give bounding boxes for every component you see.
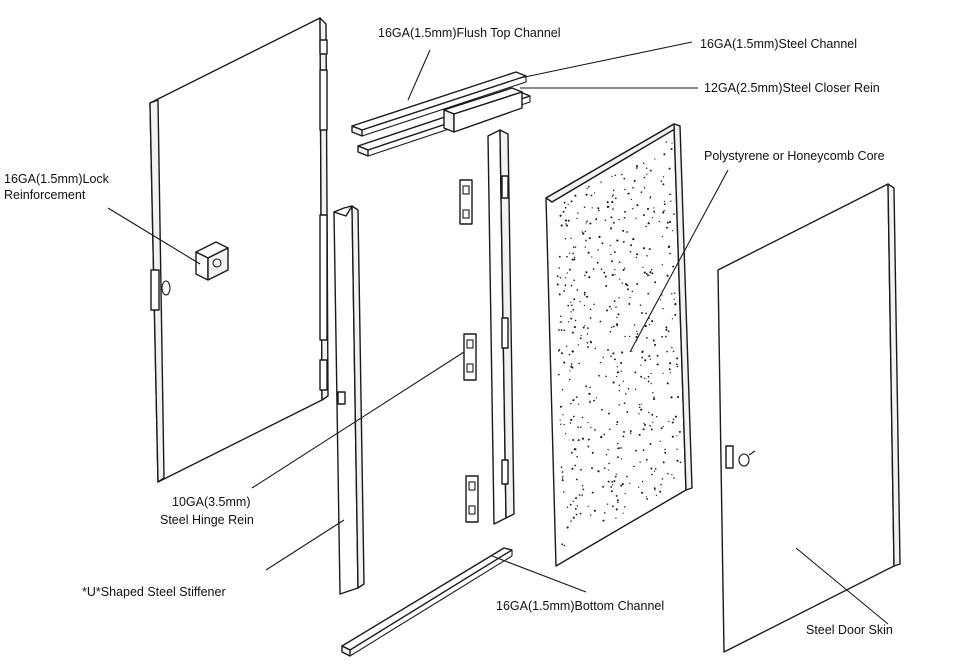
hinge-plate-top xyxy=(459,179,473,225)
lock-reinforcement xyxy=(195,241,229,281)
bottom-channel xyxy=(341,547,513,657)
rear-door-skin xyxy=(149,17,329,483)
label-hinge-rein-line2: Steel Hinge Rein xyxy=(160,513,254,527)
label-lock-reinforcement-line2: Reinforcement xyxy=(4,188,86,202)
hinge-plate-bottom xyxy=(465,475,479,523)
steel-hinge-rein xyxy=(459,129,515,525)
u-shaped-steel-stiffener xyxy=(333,205,365,595)
labels: 16GA(1.5mm)Flush Top Channel 16GA(1.5mm)… xyxy=(4,26,893,637)
label-bottom-channel: 16GA(1.5mm)Bottom Channel xyxy=(496,599,664,613)
label-stiffener: *U*Shaped Steel Stiffener xyxy=(82,585,226,599)
leader-lines xyxy=(107,41,889,625)
honeycomb-core-panel xyxy=(545,123,693,567)
label-hinge-rein-line1: 10GA(3.5mm) xyxy=(172,495,251,509)
label-closer-rein: 12GA(2.5mm)Steel Closer Rein xyxy=(704,81,880,95)
label-lock-reinforcement-line1: 16GA(1.5mm)Lock xyxy=(4,172,110,186)
closer-reinforcement xyxy=(443,87,523,133)
label-door-skin: Steel Door Skin xyxy=(806,623,893,637)
hinge-plate-middle xyxy=(463,333,477,381)
label-flush-top-channel: 16GA(1.5mm)Flush Top Channel xyxy=(378,26,561,40)
label-steel-channel: 16GA(1.5mm)Steel Channel xyxy=(700,37,857,51)
label-core: Polystyrene or Honeycomb Core xyxy=(704,149,885,163)
front-steel-door-skin xyxy=(717,183,901,653)
core-texture xyxy=(556,141,682,547)
